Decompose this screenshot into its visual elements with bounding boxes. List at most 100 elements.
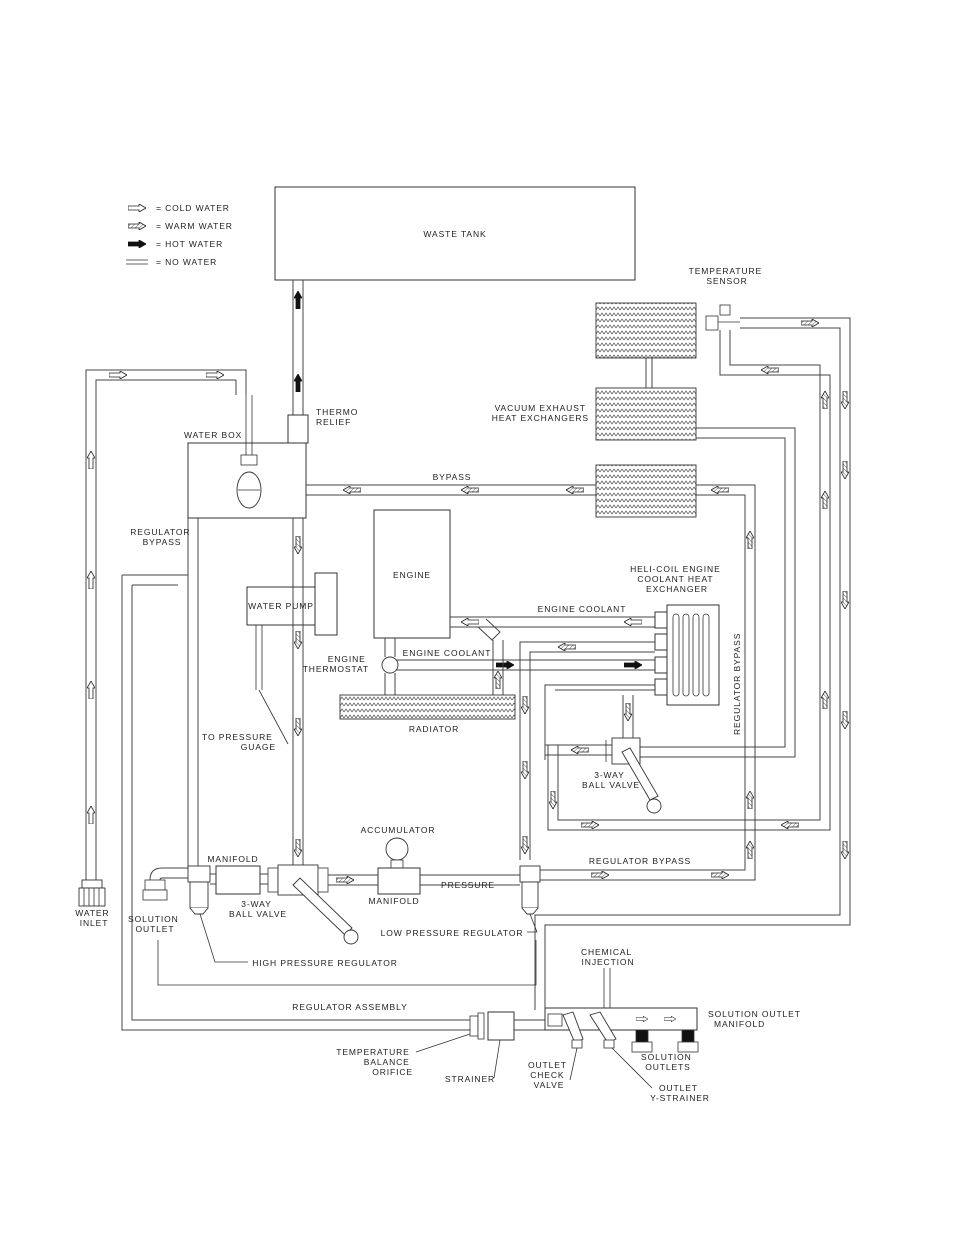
to-pressure-guage-label: TO PRESSURE GUAGE — [202, 732, 276, 752]
main-supply-pipe — [292, 518, 304, 870]
three-way-right-label: 3-WAY BALL VALVE — [582, 770, 640, 790]
solution-outlets-label: SOLUTION OUTLETS — [641, 1052, 695, 1072]
solution-outlet-elbow — [142, 867, 188, 901]
float-valve-icon — [236, 395, 262, 509]
temperature-sensor-label: TEMPERATURE SENSOR — [689, 266, 766, 286]
hot-arrow-icon — [294, 374, 302, 392]
cold-arrow-icon — [624, 618, 642, 626]
engine-thermostat — [381, 638, 399, 695]
cold-arrow-icon — [109, 371, 127, 379]
low-pressure-regulator — [519, 865, 541, 915]
warm-arrow-icon — [746, 841, 754, 859]
manifold-left-label: MANIFOLD — [207, 854, 258, 864]
cold-arrow-icon — [87, 451, 95, 469]
regulator-bypass-left-label: REGULATOR BYPASS — [130, 527, 193, 547]
high-pressure-regulator-label: HIGH PRESSURE REGULATOR — [252, 958, 398, 968]
vacuum-exhaust-heat-exchanger-bottom — [595, 464, 697, 518]
engine-coolant-mid-label: ENGINE COOLANT — [403, 648, 492, 658]
warm-arrow-icon — [521, 836, 529, 854]
bypass-pipe — [306, 484, 596, 496]
three-way-ball-valve-left — [267, 864, 359, 945]
temperature-sensor — [705, 304, 740, 331]
regulator-bypass-vertical-label: REGULATOR BYPASS — [732, 633, 742, 735]
outlet-check-valve-label: OUTLET CHECK VALVE — [528, 1060, 570, 1090]
cold-arrow-icon — [206, 371, 224, 379]
high-pressure-leader — [199, 913, 248, 963]
warm-arrow-icon — [494, 671, 502, 689]
legend-cold-water: = COLD WATER — [156, 203, 230, 213]
cold-water-inlet-pipe — [85, 369, 247, 880]
warm-arrow-icon — [781, 821, 799, 829]
no-water-line-icon — [126, 259, 148, 265]
warm-arrow-icon — [711, 486, 729, 494]
warm-arrow-icon — [294, 631, 302, 649]
cold-arrow-icon — [87, 681, 95, 699]
thermo-relief-label: THERMO RELIEF — [316, 407, 362, 427]
water-pump — [246, 572, 338, 636]
warm-arrow-icon — [461, 486, 479, 494]
outlet-y-strainer-label: OUTLET Y-STRAINER — [650, 1083, 710, 1103]
bypass-label: BYPASS — [433, 472, 472, 482]
engine-thermostat-label: ENGINE THERMOSTAT — [303, 654, 369, 674]
strainer-leader — [493, 1039, 501, 1079]
warm-arrow-icon — [821, 391, 829, 409]
strainer — [487, 1011, 515, 1041]
low-pressure-regulator-label: LOW PRESSURE REGULATOR — [381, 928, 524, 938]
warm-arrow-icon — [841, 391, 849, 409]
engine-coolant-pipes — [390, 616, 655, 695]
balance-line-inner — [131, 585, 470, 1021]
legend-hot-water: = HOT WATER — [156, 239, 223, 249]
three-way-ball-valve-right — [545, 737, 662, 814]
warm-arrow-icon — [841, 591, 849, 609]
warm-arrow-icon — [624, 703, 632, 721]
balance-line-outer — [121, 575, 470, 1031]
warm-arrow-icon — [746, 531, 754, 549]
regulator-bypass-left-pipe — [187, 518, 199, 870]
warm-arrow-icon — [841, 461, 849, 479]
warm-arrow-icon — [558, 643, 576, 651]
warm-arrow-icon — [746, 791, 754, 809]
warm-arrow-icon — [821, 691, 829, 709]
radiator-label: RADIATOR — [409, 724, 459, 734]
regulator-assembly-label: REGULATOR ASSEMBLY — [292, 1002, 407, 1012]
warm-water-outer-loop — [534, 317, 851, 1010]
three-way-left-label: 3-WAY BALL VALVE — [229, 899, 287, 919]
warm-water-arrow-icon — [128, 222, 146, 230]
warm-arrow-icon — [591, 871, 609, 879]
vacuum-exhaust-label: VACUUM EXHAUST HEAT EXCHANGERS — [492, 403, 589, 423]
warm-arrow-icon — [549, 791, 557, 809]
engine-coolant-top-label: ENGINE COOLANT — [538, 604, 627, 614]
low-pressure-leader — [527, 913, 538, 933]
warm-water-inner-loop — [547, 330, 831, 831]
exchanger-outlet-pipe-inner — [640, 437, 786, 748]
warm-arrow-icon — [841, 711, 849, 729]
warm-arrow-icon — [521, 696, 529, 714]
coolant-exchange-pipes — [519, 641, 655, 860]
legend-warm-water: = WARM WATER — [156, 221, 233, 231]
legend: = COLD WATER = WARM WATER = HOT WATER = … — [126, 203, 233, 267]
warm-arrow-icon — [294, 536, 302, 554]
regulator-bypass-right-pipe — [538, 484, 756, 881]
vacuum-exhaust-heat-exchanger-middle — [595, 387, 697, 441]
thermo-relief — [287, 414, 309, 444]
warm-arrow-icon — [294, 839, 302, 857]
water-inlet-label: WATER INLET — [75, 908, 113, 928]
warm-arrow-icon — [801, 319, 819, 327]
warm-arrow-icon — [761, 366, 779, 374]
heli-coil-exchanger — [654, 604, 720, 706]
accumulator-label: ACCUMULATOR — [361, 825, 436, 835]
manifold-mid-label: MANIFOLD — [368, 896, 419, 906]
hot-arrow-icon — [624, 661, 642, 669]
warm-arrow-icon — [343, 486, 361, 494]
cold-water-arrow-icon — [128, 204, 146, 212]
solution-outlet-label: SOLUTION OUTLET — [128, 914, 182, 934]
waste-tank — [274, 186, 636, 281]
pressure-label: PRESSURE — [441, 880, 495, 890]
high-pressure-regulator — [187, 865, 211, 915]
y-strainer-leader — [611, 1047, 653, 1089]
accumulator — [377, 837, 421, 895]
pressure-line — [328, 874, 520, 886]
engine-label: ENGINE — [393, 570, 431, 580]
engine — [373, 509, 451, 639]
